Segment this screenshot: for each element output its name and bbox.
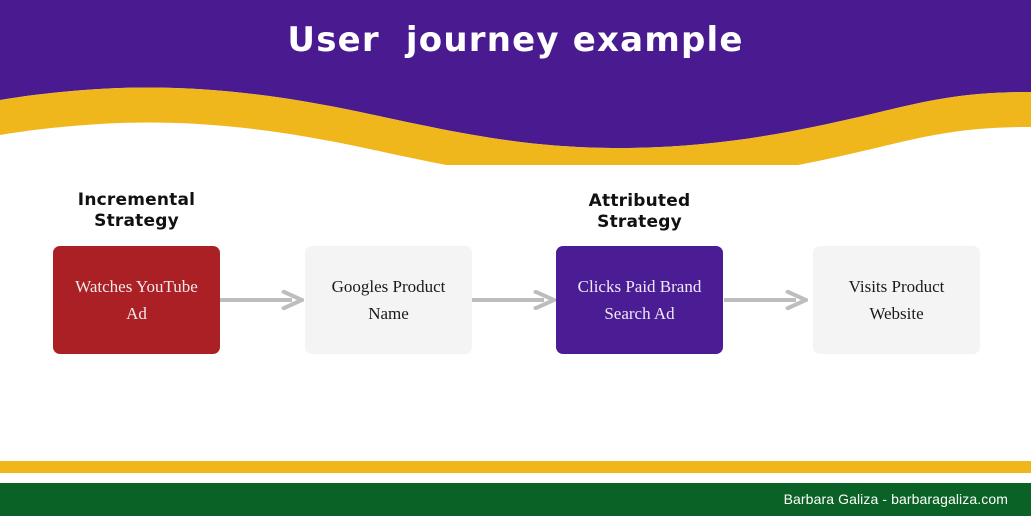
header-band: User journey example: [0, 0, 1031, 165]
header-wave-graphic: [0, 0, 1031, 165]
arrow-right-icon: [724, 289, 811, 311]
group-label-attributed-strategy: Attributed Strategy: [588, 191, 691, 232]
flow-step-visits-product-website[interactable]: Visits Product Website: [813, 246, 980, 354]
footer-green-band: [0, 483, 1031, 516]
group-label-incremental-strategy: Incremental Strategy: [77, 190, 196, 231]
header-purple-wave: [0, 0, 1031, 148]
flow-step-watches-youtube-ad[interactable]: Watches YouTube Ad: [53, 246, 220, 354]
footer-yellow-divider: [0, 461, 1031, 473]
footer-credit-text: Barbara Galiza - barbaragaliza.com: [783, 491, 1008, 507]
flow-step-label: Watches YouTube Ad: [75, 277, 198, 323]
flow-step-label: Visits Product Website: [848, 277, 945, 323]
flow-step-label: Googles Product Name: [331, 277, 446, 323]
arrow-right-icon: [472, 289, 559, 311]
flow-step-googles-product-name[interactable]: Googles Product Name: [305, 246, 472, 354]
arrow-right-icon: [220, 289, 307, 311]
flow-step-label: Clicks Paid Brand Search Ad: [577, 277, 702, 323]
user-journey-flow: Incremental Strategy Attributed Strategy…: [0, 165, 1031, 450]
header-yellow-wave: [0, 87, 1031, 165]
flow-step-clicks-paid-brand-search-ad[interactable]: Clicks Paid Brand Search Ad: [556, 246, 723, 354]
page-title: User journey example: [287, 20, 744, 60]
